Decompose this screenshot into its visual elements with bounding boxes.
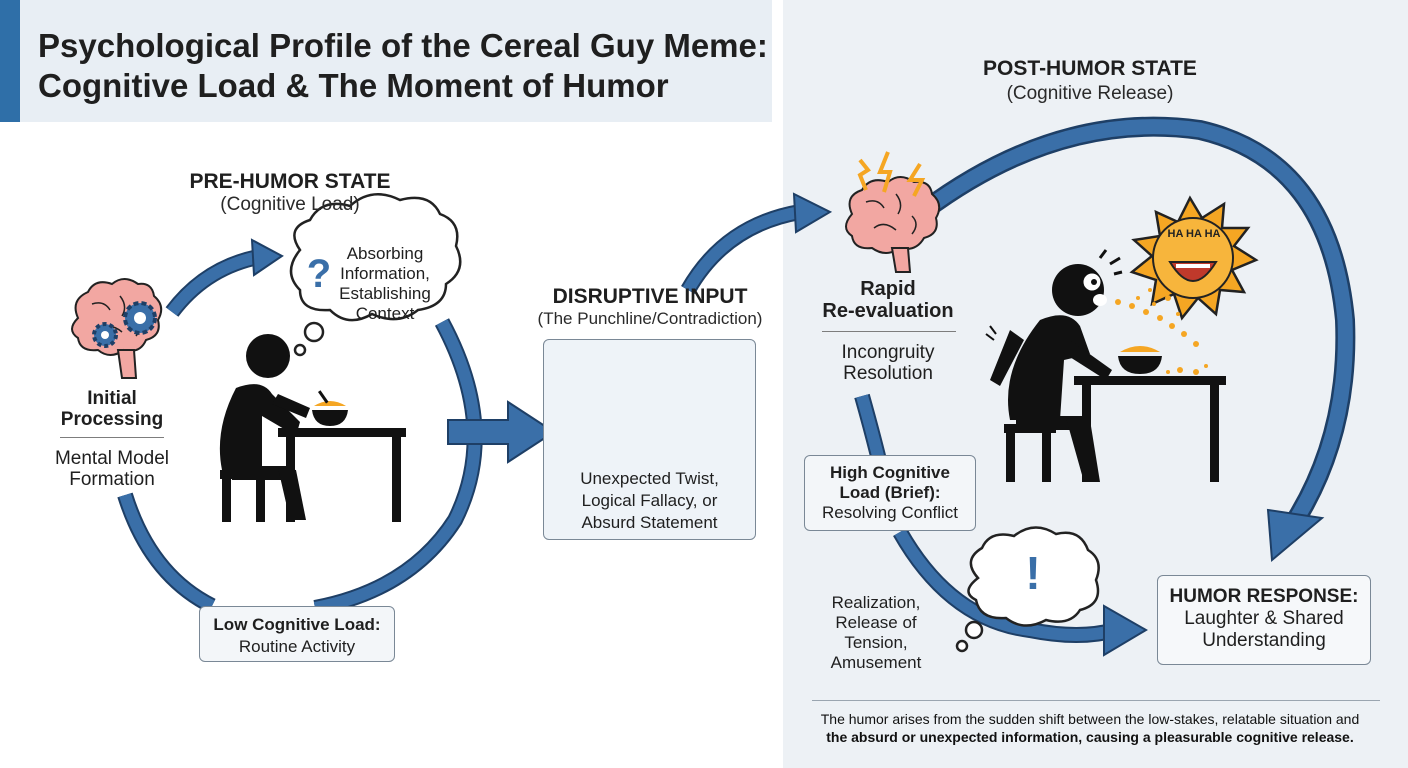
- rapid-line-1: Rapid: [860, 278, 916, 300]
- footer-divider: [812, 700, 1380, 701]
- initial-processing-desc: Mental Model Formation: [40, 448, 184, 490]
- post-humor-subheading: (Cognitive Release): [1006, 83, 1174, 104]
- cereal-guy-eating-figure: [219, 334, 406, 522]
- pre-humor-subheading: (Cognitive Load): [220, 194, 360, 215]
- page-title: Psychological Profile of the Cereal Guy …: [38, 26, 768, 106]
- thought-bubble-left: [289, 193, 462, 357]
- low-load-line-2: Routine Activity: [238, 637, 356, 656]
- rapid-desc-1: Incongruity: [841, 342, 935, 363]
- high-load-line-3: Resolving Conflict: [821, 503, 959, 522]
- arrow-to-disruptive: [447, 400, 556, 464]
- laughing-face-icon: [1129, 195, 1259, 321]
- rapid-divider: [822, 331, 956, 332]
- question-mark-icon: ?: [306, 252, 332, 296]
- low-load-line-1: Low Cognitive Load:: [213, 615, 381, 634]
- high-cognitive-load-box: High Cognitive Load (Brief): Resolving C…: [804, 455, 976, 531]
- disruptive-subheading: (The Punchline/Contradiction): [537, 309, 763, 328]
- realization-line-2: Release of: [835, 613, 917, 632]
- exclamation-icon: !: [1025, 547, 1041, 599]
- humor-response-box: HUMOR RESPONSE: Laughter & Shared Unders…: [1157, 575, 1371, 665]
- high-load-line-2: Load (Brief):: [839, 483, 941, 502]
- arrow-to-rapid-reevaluation: [681, 192, 833, 295]
- initial-processing-title: Initial Processing: [50, 388, 174, 430]
- pre-humor-heading: PRE-HUMOR STATE: [189, 170, 391, 193]
- cereal-guy-spitting-figure: [985, 249, 1226, 482]
- rapid-reevaluation-title: Rapid Re-evaluation: [818, 278, 958, 322]
- initial-line-2: Processing: [60, 409, 164, 430]
- disruptive-line-1: Unexpected Twist,: [580, 469, 719, 488]
- rapid-desc-2: Resolution: [843, 363, 933, 384]
- thought-bubble-right: [955, 526, 1100, 653]
- high-load-line-1: High Cognitive: [830, 463, 950, 482]
- disruptive-input-box: Unexpected Twist, Logical Fallacy, or Ab…: [543, 339, 756, 540]
- low-cognitive-load-box: Low Cognitive Load: Routine Activity: [199, 606, 395, 662]
- footer-line-2: the absurd or unexpected information, ca…: [826, 729, 1354, 745]
- brain-gears-icon: [71, 278, 163, 379]
- realization-line-4: Amusement: [830, 653, 922, 672]
- disruptive-heading: DISRUPTIVE INPUT: [552, 285, 748, 308]
- post-humor-arc-arrow: [919, 116, 1356, 563]
- realization-line-3: Tension,: [844, 633, 908, 652]
- title-line-1: Psychological Profile of the Cereal Guy …: [38, 27, 768, 64]
- title-accent-bar: [0, 0, 20, 122]
- post-humor-heading: POST-HUMOR STATE: [983, 57, 1197, 80]
- initial-desc-1: Mental Model: [54, 448, 170, 469]
- initial-divider: [60, 437, 164, 438]
- brain-sparks-icon: [845, 151, 941, 273]
- initial-desc-2: Formation: [69, 469, 155, 490]
- humor-response-line-1: HUMOR RESPONSE:: [1169, 586, 1359, 607]
- pre-humor-cycle-arrows: [117, 238, 483, 616]
- initial-line-1: Initial: [87, 388, 137, 409]
- realization-text: Realization, Release of Tension, Amuseme…: [824, 593, 928, 673]
- footer-line-1: The humor arises from the sudden shift b…: [820, 711, 1360, 727]
- humor-response-line-2: Laughter & Shared: [1184, 608, 1344, 629]
- thought-left-line-1: Absorbing: [346, 244, 424, 263]
- thought-left-line-4: Context: [355, 304, 415, 323]
- thought-left-text: Absorbing Information, Establishing Cont…: [330, 244, 440, 324]
- thought-left-line-2: Information,: [340, 264, 430, 283]
- realization-line-1: Realization,: [831, 593, 921, 612]
- disruptive-line-3: Absurd Statement: [581, 513, 718, 532]
- rapid-line-2: Re-evaluation: [822, 300, 954, 322]
- thought-left-line-3: Establishing: [339, 284, 431, 303]
- title-banner: [0, 0, 772, 122]
- humor-response-line-3: Understanding: [1202, 630, 1326, 651]
- disruptive-line-2: Logical Fallacy, or: [581, 491, 718, 510]
- rapid-reevaluation-desc: Incongruity Resolution: [818, 342, 958, 384]
- laugh-text: HA HA HA: [1167, 228, 1221, 240]
- title-line-2: Cognitive Load & The Moment of Humor: [38, 67, 669, 104]
